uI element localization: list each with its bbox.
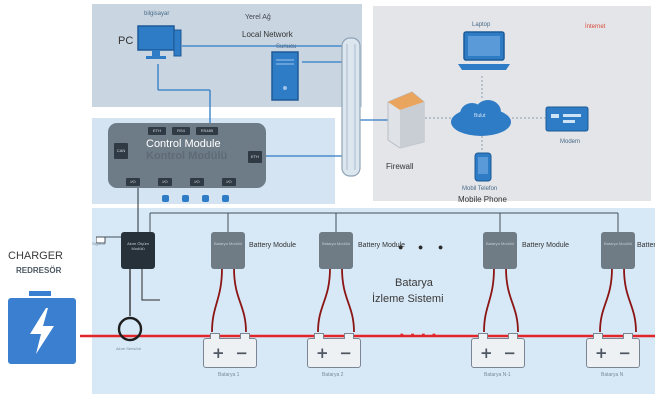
system-title-line2: İzleme Sistemi [372, 293, 444, 305]
fuse-caption: Sigorta [92, 241, 105, 246]
battery-3-label: Batarya N-1 [484, 372, 511, 378]
pc-caption: bilgisayar [144, 11, 170, 17]
laptop-icon [456, 30, 512, 76]
control-port-bottom-3: I/O [190, 178, 204, 186]
control-led-4 [222, 195, 229, 202]
control-port-right: ETH [248, 151, 262, 163]
control-port-top-2: RS4 [172, 127, 190, 135]
battery-system-panel [92, 208, 655, 394]
battery-4-label: Batarya N [601, 372, 624, 378]
network-title: Yerel Ağ [245, 14, 271, 21]
mobile-phone-icon [474, 152, 492, 182]
control-port-left: CAN [114, 143, 128, 159]
control-port-bottom-4: I/O [222, 178, 236, 186]
battery-module-1-label: Battery Module [249, 242, 297, 249]
pc-icon [136, 24, 182, 64]
shunt-caption: Akım Sensörü [116, 346, 142, 351]
battery-module-3: Batarya Modülü [483, 232, 517, 269]
firewall-icon [384, 90, 428, 150]
battery-module-2: Batarya Modülü [319, 232, 353, 269]
battery-3: +− [471, 333, 525, 368]
cloud-icon [448, 98, 514, 138]
pc-label: PC [118, 35, 134, 47]
local-network-panel [92, 4, 362, 107]
server-icon [270, 50, 302, 102]
battery-module-2-label: Battery Module [358, 242, 406, 249]
router-icon [545, 106, 589, 132]
battery-module-1: Batarya Modülü [211, 232, 245, 269]
server-caption: Sunucu [276, 44, 297, 50]
fuse-icon [95, 232, 106, 244]
lightning-icon [30, 308, 54, 354]
control-port-bottom-1: I/O [126, 178, 140, 186]
charger-label-tr: REDRESÖR [16, 266, 62, 275]
control-port-top-3: RS485 [196, 127, 218, 135]
control-port-top-1: ETH [148, 127, 166, 135]
control-module: ETH RS4 RS485 CAN ETH I/O I/O I/O I/O [108, 123, 266, 188]
battery-1: +− [203, 333, 257, 368]
charger-brand-plate [29, 291, 51, 296]
battery-module-4: Batarya Modülü [601, 232, 635, 269]
control-title-tr: Kontrol Modülü [146, 150, 228, 162]
battery-module-4-label: Battery [637, 242, 655, 249]
battery-2-label: Batarya 2 [322, 372, 344, 378]
mobile-caption: Mobil Telefon [462, 186, 498, 192]
cloud-caption: Bulut [474, 113, 486, 119]
laptop-caption: Laptop [472, 22, 491, 28]
battery-1-label: Batarya 1 [218, 372, 240, 378]
battery-2: +− [307, 333, 361, 368]
charger-unit [8, 298, 76, 364]
control-led-3 [202, 195, 209, 202]
control-led-1 [162, 195, 169, 202]
control-title-en: Control Module [146, 138, 221, 150]
system-title-line1: Batarya [395, 277, 433, 289]
battery-continuation-dashes: - - - - [400, 328, 438, 340]
mobile-label: Mobile Phone [458, 195, 507, 204]
battery-module-3-label: Battery Module [522, 242, 570, 249]
charger-label-en: CHARGER [8, 250, 64, 262]
current-measurement-module: Akım Ölçüm Modülü [121, 232, 155, 269]
module-continuation-dots: ● ● ● [398, 242, 450, 252]
control-led-2 [182, 195, 189, 202]
control-port-bottom-2: I/O [158, 178, 172, 186]
network-subtitle: Local Network [242, 30, 293, 39]
internet-title: İnternet [585, 24, 606, 30]
firewall-label: Firewall [386, 162, 414, 171]
battery-4: +− [586, 333, 640, 368]
router-caption: Modem [560, 139, 581, 145]
